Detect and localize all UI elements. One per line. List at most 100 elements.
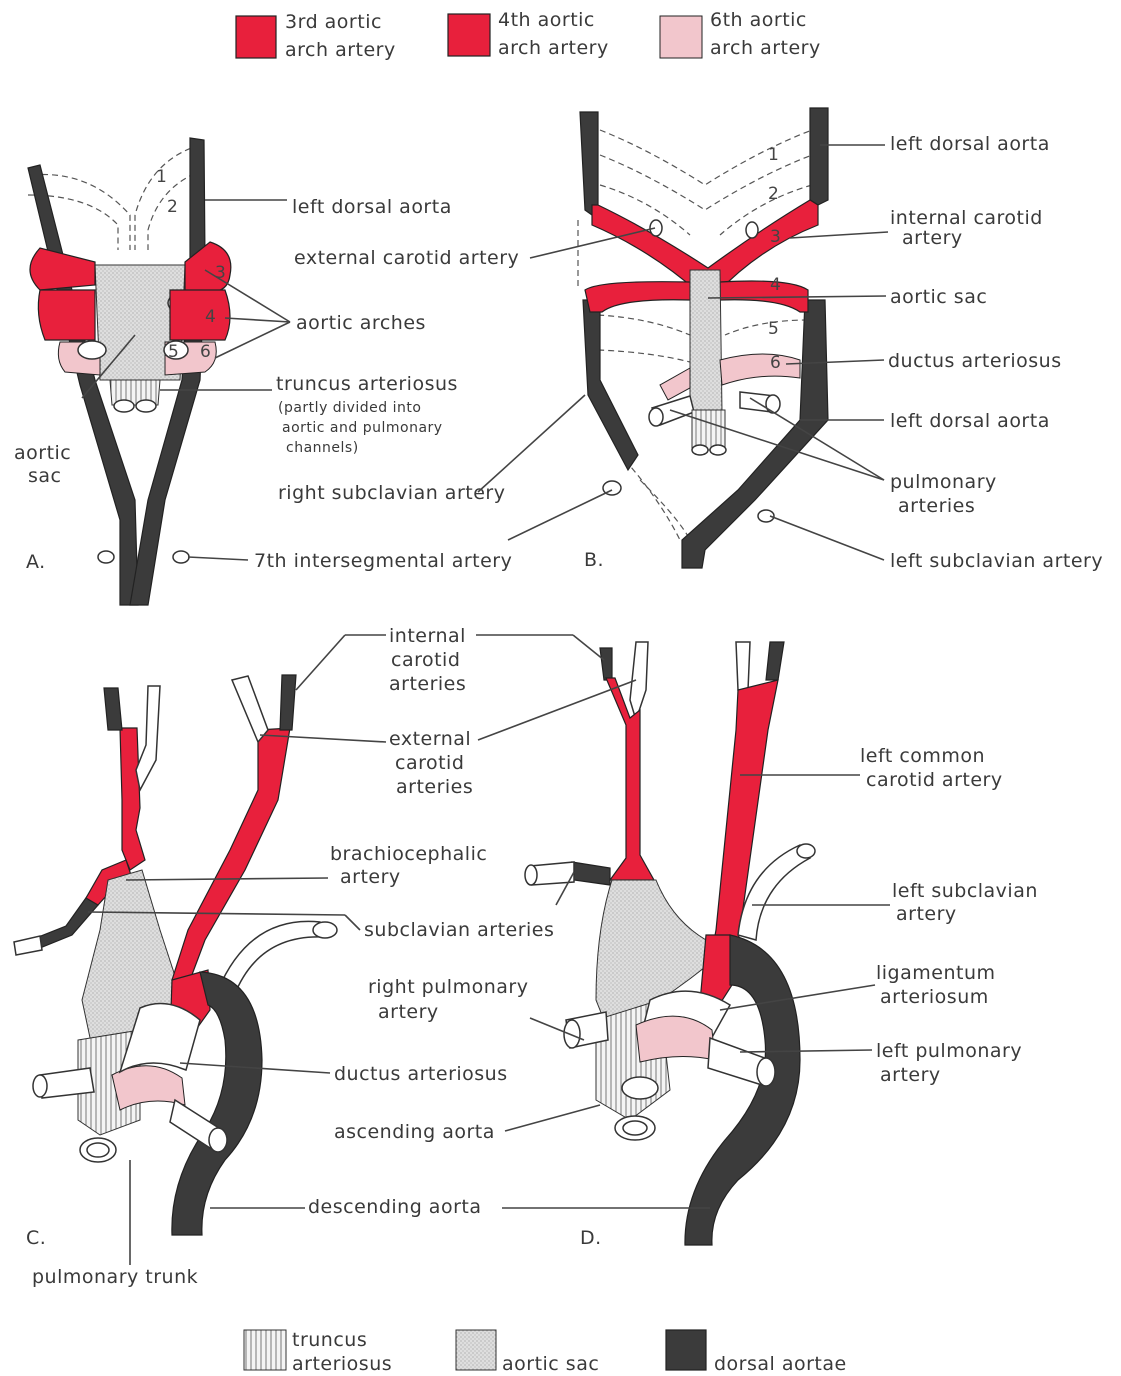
vessel-shape [170,290,230,340]
d-ligamentum-label-1: ligamentum [876,962,996,984]
d-left-common-carotid-label-1: left common [860,745,985,767]
a-truncus-note-2: aortic and pulmonary [282,420,443,436]
d-left-subclavian-label-2: artery [896,903,957,925]
c-descending-label: descending aorta [308,1196,481,1218]
c-brachiocephalic-label-2: artery [340,866,401,888]
vessel-shape [692,445,708,455]
a-left-dorsal-aorta-label: left dorsal aorta [292,196,452,218]
vessel-shape [598,315,690,335]
a-aortic-sac-label-1: aortic [14,442,71,464]
legend-swatch-arch3 [236,16,276,58]
legend-swatch-arch4 [448,14,490,56]
vessel-shape [710,445,726,455]
d-ligamentum-label-2: arteriosum [880,986,989,1008]
vessel-shape [649,408,663,426]
panel-a: 1 2 3 4 5 6 left dorsal aorta external c… [14,138,519,605]
leader-line [786,360,884,364]
c-right-pulmonary-label-2: artery [378,1001,439,1023]
vessel-shape [78,341,106,359]
leader-line [225,318,290,322]
vessel-shape [36,895,98,948]
leader-line [188,557,248,560]
vessel-shape [622,1077,658,1099]
vessel-shape [692,410,725,450]
vessel-shape [564,1020,580,1048]
vessel-shape [725,320,808,335]
vessel-shape [33,1075,47,1097]
vessel-shape [600,130,812,185]
panel-letter-c: C. [26,1227,46,1249]
legend-top: 3rd aortic arch artery 4th aortic arch a… [236,9,821,61]
panel-d: left common carotid artery left subclavi… [476,635,1038,1249]
vessel-shape [136,686,160,790]
vessel-shape [583,300,638,470]
a-aortic-arches-label: aortic arches [296,312,426,334]
a-truncus-note-3: channels) [286,440,359,456]
vessel-shape [280,675,296,730]
vessel-shape [525,865,537,885]
vessel-shape [736,642,750,690]
d-left-pulmonary-label-1: left pulmonary [876,1040,1022,1062]
vessel-shape [746,222,758,238]
vessel-shape [600,155,812,210]
legend-arch6-line1: 6th aortic [710,9,807,31]
leader-line [478,680,636,740]
arch-number-label: 5 [768,319,779,339]
b-left-dorsal-aorta-low-label: left dorsal aorta [890,410,1050,432]
vessel-shape [660,368,690,400]
arch-number-label: 2 [167,197,178,217]
vessel-shape [114,400,134,412]
vessel-shape [797,844,815,858]
arch-number-label: 1 [156,167,167,187]
legend-swatch-truncus [244,1330,286,1370]
b-left-dorsal-aorta-top-label: left dorsal aorta [890,133,1050,155]
legend-swatch-arch6 [660,16,702,58]
c-internal-carotid-label-3: arteries [389,673,466,695]
a-intersegmental-label: 7th intersegmental artery [254,550,512,572]
b-pulmonary-label-2: arteries [898,495,975,517]
legend-arch3-line2: arch artery [285,39,396,61]
b-left-subclavian-label: left subclavian artery [890,550,1103,572]
vessel-shape [757,1058,775,1086]
vessel-shape [209,1128,227,1152]
vessel-shape [598,350,690,362]
legend-arch3-line1: 3rd aortic [285,11,382,33]
c-internal-carotid-label-2: carotid [391,649,460,671]
panel-b: 1 2 3 4 5 6 left dorsal aorta internal c… [478,108,1103,572]
c-pulmonary-trunk-label: pulmonary trunk [32,1266,198,1288]
panel-c: internal carotid arteries external carot… [14,625,554,1288]
b-internal-carotid-label-2: artery [902,227,963,249]
leader-line [790,232,888,238]
vessel-shape [572,862,610,885]
leader-line [740,1050,872,1052]
b-aortic-sac-label: aortic sac [890,286,987,308]
vessel-shape [173,551,189,563]
vessel-shape [640,480,690,540]
vessel-shape [14,936,42,955]
vessel-shape [98,551,114,563]
c-external-carotid-label-2: carotid [395,752,464,774]
b-pulmonary-label-1: pulmonary [890,471,997,493]
vessel-shape [580,112,598,215]
legend-truncus-line1: truncus [292,1329,367,1351]
a-aortic-sac-label-2: sac [28,465,62,487]
vessel-shape [38,290,95,340]
a-right-subclavian-label: right subclavian artery [278,482,505,504]
panel-letter-d: D. [580,1227,602,1249]
a-truncus-label: truncus arteriosus [276,373,458,395]
vessel-shape [623,1121,647,1135]
c-right-pulmonary-label-1: right pulmonary [368,976,528,998]
vessel-shape [30,248,95,290]
legend-arch4-line1: 4th aortic [498,9,595,31]
vessel-shape [810,108,828,205]
arch-number-label: 1 [768,145,779,165]
arch-number-label: 6 [770,353,781,373]
vessel-shape [766,642,784,680]
legend-aortic-sac: aortic sac [502,1353,599,1375]
leader-line [508,490,612,540]
vessel-shape [585,282,690,312]
vessel-shape [313,922,337,938]
vessel-shape [120,728,145,870]
d-left-pulmonary-label-2: artery [880,1064,941,1086]
